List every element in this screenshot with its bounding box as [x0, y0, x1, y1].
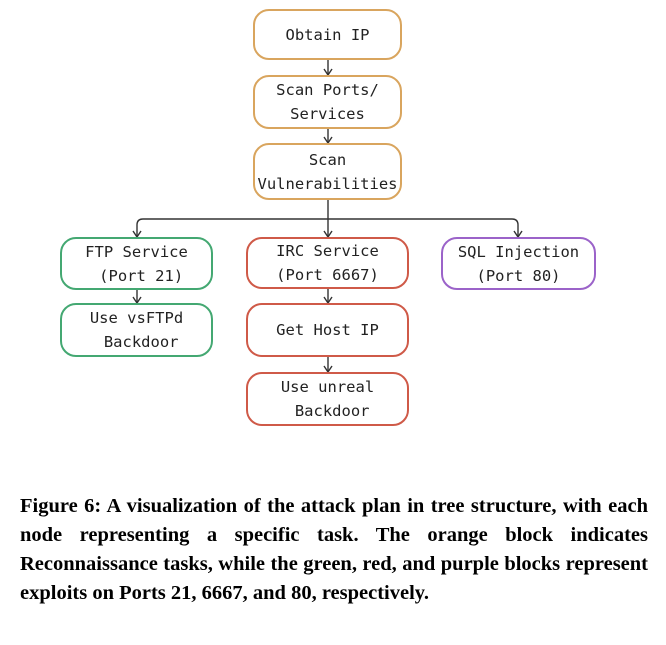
node-ftp-service-line-1: FTP Service: [85, 242, 188, 261]
node-use-vsftpd-line-1: Use vsFTPd: [89, 309, 184, 327]
node-scan-ports-line-1: Scan Ports/: [276, 81, 379, 99]
node-scan-vulns-line-1: Scan: [308, 150, 347, 169]
node-use-unreal: Use unreal Backdoor: [246, 372, 409, 426]
node-sql-injection-line-1: SQL Injection: [457, 242, 580, 261]
node-scan-ports: Scan Ports/ Services: [253, 75, 402, 129]
node-irc-service: IRC Service (Port 6667): [246, 237, 409, 289]
node-use-vsftpd: Use vsFTPd Backdoor: [60, 303, 213, 357]
edge-scanvulns-branch: [136, 200, 519, 237]
node-obtain-ip: Obtain IP: [253, 9, 402, 60]
node-scan-vulns-line-2: Vulnerabilities: [257, 174, 398, 193]
node-ftp-service: FTP Service (Port 21): [60, 237, 213, 290]
node-scan-ports-line-2: Services: [290, 105, 365, 123]
node-get-host-ip: Get Host IP: [246, 303, 409, 357]
node-irc-service-line-1: IRC Service: [276, 242, 379, 260]
node-sql-injection: SQL Injection (Port 80): [441, 237, 596, 290]
node-scan-vulnerabilities: Scan Vulnerabilities: [253, 143, 402, 200]
node-use-unreal-line-2: Backdoor: [285, 402, 370, 420]
node-irc-service-line-2: (Port 6667): [276, 266, 379, 284]
node-sql-injection-line-2: (Port 80): [476, 266, 561, 285]
node-get-host-ip-line-1: Get Host IP: [276, 321, 379, 339]
node-use-vsftpd-line-2: Backdoor: [94, 333, 179, 351]
node-use-unreal-line-1: Use unreal: [280, 378, 375, 396]
node-ftp-service-line-2: (Port 21): [89, 266, 184, 285]
node-obtain-ip-line-1: Obtain IP: [285, 25, 370, 44]
figure-caption: Figure 6: A visualization of the attack …: [20, 495, 648, 604]
